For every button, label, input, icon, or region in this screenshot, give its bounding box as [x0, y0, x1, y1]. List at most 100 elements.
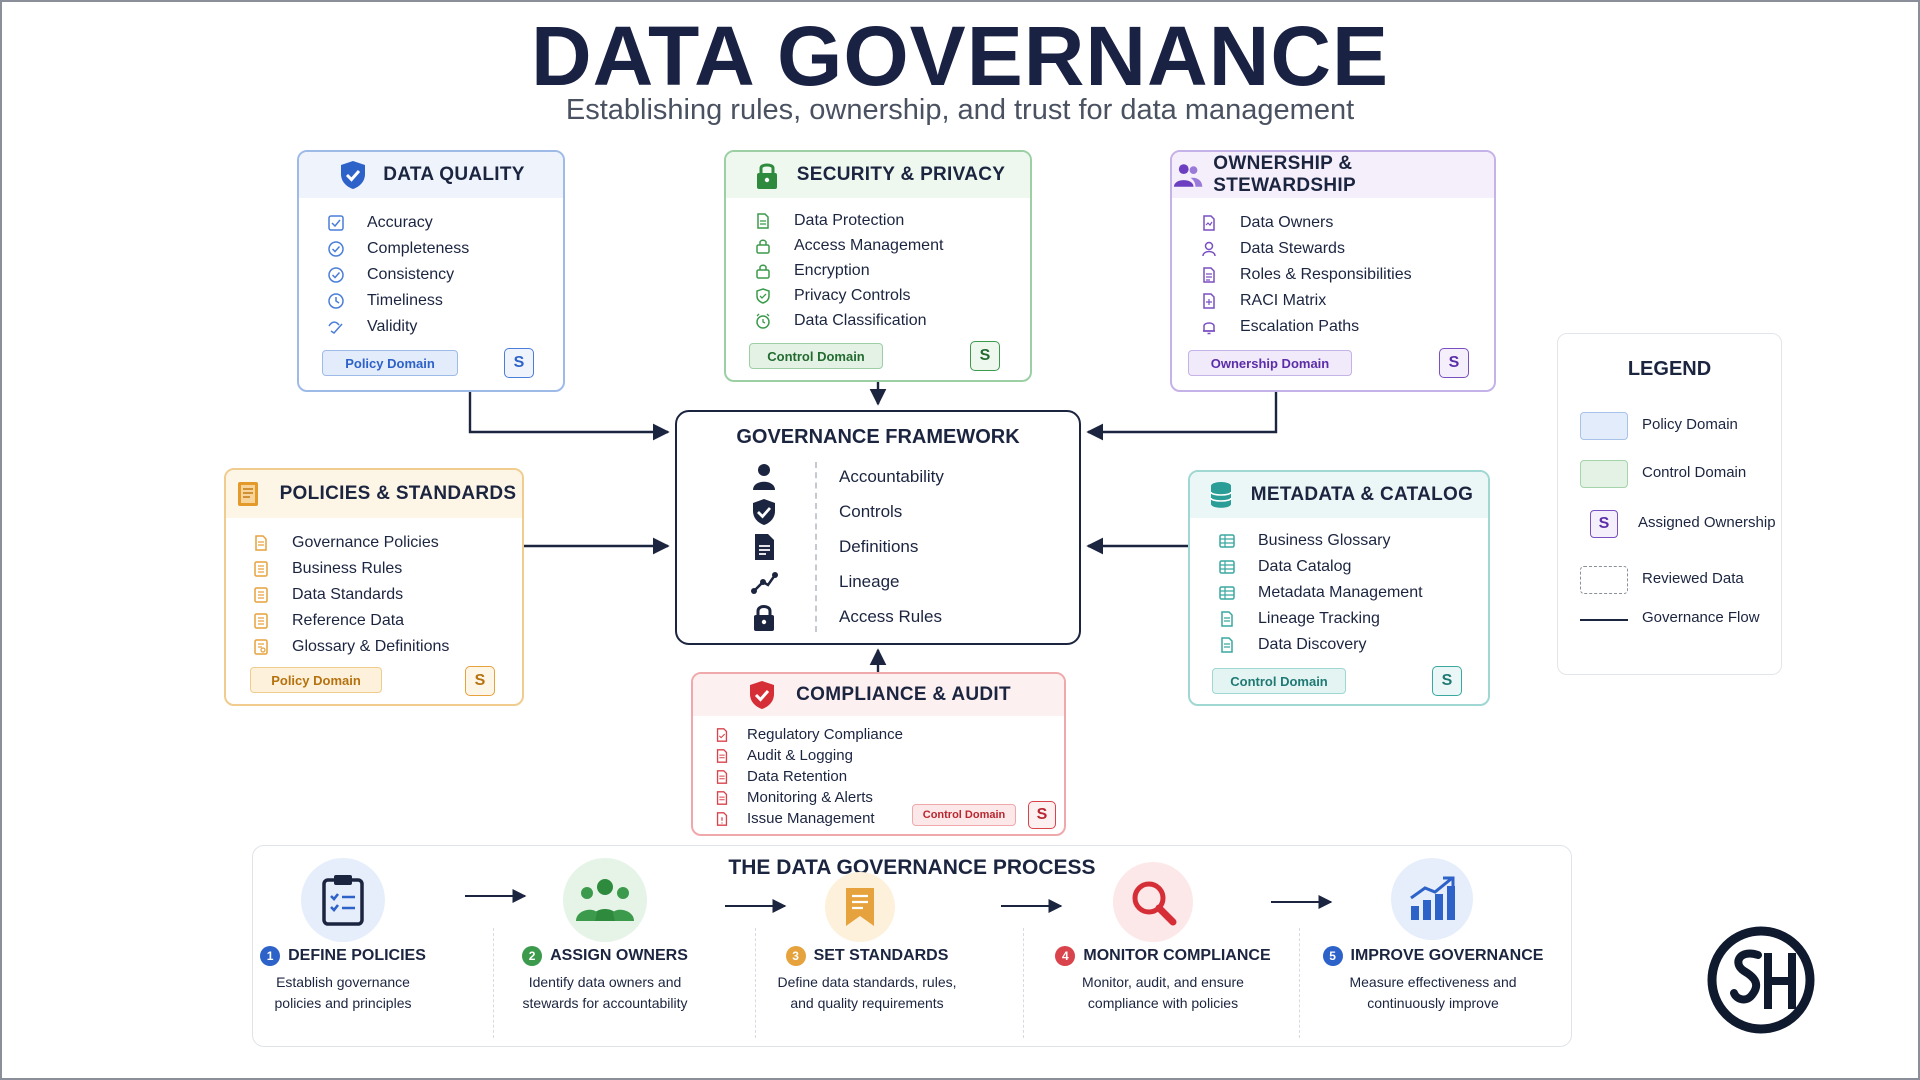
list-item: Validity	[327, 314, 563, 340]
card-title: METADATA & CATALOG	[1250, 484, 1474, 505]
glossary-icon	[254, 639, 268, 655]
document-icon	[716, 748, 728, 763]
reviewed-data-swatch	[1580, 566, 1628, 594]
step-description: Measure effectiveness and continuously i…	[1349, 974, 1517, 1011]
card-title: SECURITY & PRIVACY	[796, 164, 1006, 185]
grid-icon	[1219, 560, 1235, 574]
framework-divider	[815, 462, 817, 632]
card-header: DATA QUALITY	[299, 152, 563, 198]
framework-item: Accountability	[749, 460, 944, 494]
list-icon	[254, 613, 268, 629]
legend-item: S Assigned Ownership	[1580, 510, 1776, 538]
process-title: THE DATA GOVERNANCE PROCESS	[728, 856, 1096, 879]
check-circle-icon	[328, 267, 344, 283]
control-domain-swatch	[1580, 460, 1628, 488]
list-item: Escalation Paths	[1200, 314, 1494, 340]
governance-flow-swatch	[1580, 619, 1628, 621]
step-description: Establish governance policies and princi…	[274, 974, 412, 1011]
book-icon	[237, 482, 258, 506]
card-title: COMPLIANCE & AUDIT	[796, 684, 1011, 705]
shield-check-icon	[756, 287, 770, 304]
database-icon	[1209, 482, 1232, 508]
list-item: Metadata Management	[1218, 580, 1488, 606]
list-item: Completeness	[327, 236, 563, 262]
step-title: SET STANDARDS	[813, 947, 949, 964]
document-icon	[1203, 215, 1215, 231]
card-security-privacy: SECURITY & PRIVACY Data Protection Acces…	[724, 150, 1032, 382]
magnifier-icon	[1132, 881, 1177, 926]
policy-domain-swatch	[1580, 412, 1628, 440]
page-subtitle: Establishing rules, ownership, and trust…	[565, 94, 1355, 126]
list-icon	[254, 587, 268, 603]
team-icon	[576, 879, 634, 921]
legend-item: Control Domain	[1580, 460, 1746, 488]
list-icon	[254, 561, 268, 577]
governance-framework: GOVERNANCE FRAMEWORK Accountability Cont…	[675, 410, 1081, 645]
grid-icon	[1219, 586, 1235, 600]
step-number-badge: 3	[785, 946, 806, 966]
step-number-badge: 4	[1055, 946, 1076, 966]
card-title: POLICIES & STANDARDS	[279, 483, 517, 504]
process-arrows	[465, 889, 1333, 913]
domain-badge: Ownership Domain	[1188, 350, 1352, 376]
list-item: Data Catalog	[1218, 554, 1488, 580]
step-number-badge: 1	[260, 946, 281, 966]
lineage-icon	[751, 572, 778, 594]
list-item: Audit & Logging	[713, 745, 1064, 766]
card-header: OWNERSHIP & STEWARDSHIP	[1172, 152, 1494, 198]
document-icon	[755, 534, 774, 560]
lock-icon	[756, 163, 777, 189]
list-item: Data Discovery	[1218, 632, 1488, 658]
card-policies-standards: POLICIES & STANDARDS Governance Policies…	[224, 468, 524, 706]
step-icon-circle	[301, 858, 385, 942]
list-item: Data Owners	[1200, 210, 1494, 236]
assigned-ownership-swatch: S	[1590, 510, 1618, 538]
card-item-list: Governance Policies Business Rules Data …	[226, 518, 522, 660]
step-description: Monitor, audit, and ensure compliance wi…	[1082, 974, 1244, 1011]
step-description: Identify data owners and stewards for ac…	[522, 974, 688, 1011]
domain-badge: Control Domain	[912, 804, 1016, 826]
document-icon	[716, 790, 728, 805]
legend-title: LEGEND	[1627, 358, 1712, 380]
card-item-list: Data Owners Data Stewards Roles & Respon…	[1172, 198, 1494, 340]
step-title: ASSIGN OWNERS	[550, 947, 688, 964]
framework-item: Access Rules	[749, 600, 942, 634]
domain-badge: Policy Domain	[250, 667, 382, 693]
list-item: Accuracy	[327, 210, 563, 236]
list-item: Privacy Controls	[754, 283, 1030, 308]
grid-icon	[1219, 534, 1235, 548]
list-item: Encryption	[754, 258, 1030, 283]
step-number-badge: 2	[522, 946, 543, 966]
domain-badge: Policy Domain	[322, 350, 458, 376]
list-item: Data Standards	[252, 582, 522, 608]
card-header: METADATA & CATALOG	[1190, 472, 1488, 518]
lock-icon	[756, 264, 770, 279]
arrow-ownership-to-framework	[1086, 392, 1278, 441]
list-item: Lineage Tracking	[1218, 606, 1488, 632]
framework-item: Controls	[749, 495, 902, 529]
document-icon	[255, 535, 267, 551]
step-icon-circle	[1391, 858, 1473, 940]
document-icon	[1221, 611, 1233, 627]
lock-icon	[754, 605, 774, 631]
card-title: DATA QUALITY	[383, 164, 525, 185]
step-icon-circle	[1113, 862, 1193, 942]
list-item: Governance Policies	[252, 530, 522, 556]
framework-item: Lineage	[749, 565, 900, 599]
matrix-icon	[1203, 293, 1215, 309]
card-item-list: Business Glossary Data Catalog Metadata …	[1190, 518, 1488, 658]
step-title: DEFINE POLICIES	[288, 947, 426, 964]
step-description: Define data standards, rules, and qualit…	[777, 974, 957, 1011]
sh-monogram-icon	[1707, 926, 1815, 1034]
legend-item: Policy Domain	[1580, 412, 1738, 440]
list-item: RACI Matrix	[1200, 288, 1494, 314]
shield-check-icon	[341, 161, 366, 189]
domain-badge: Control Domain	[1212, 668, 1346, 694]
wave-check-icon	[328, 321, 343, 334]
document-icon	[716, 769, 728, 784]
card-compliance-audit: COMPLIANCE & AUDIT Regulatory Compliance…	[691, 672, 1066, 836]
person-icon	[753, 464, 775, 490]
card-header: COMPLIANCE & AUDIT	[693, 674, 1064, 716]
domain-badge: Control Domain	[749, 343, 883, 369]
